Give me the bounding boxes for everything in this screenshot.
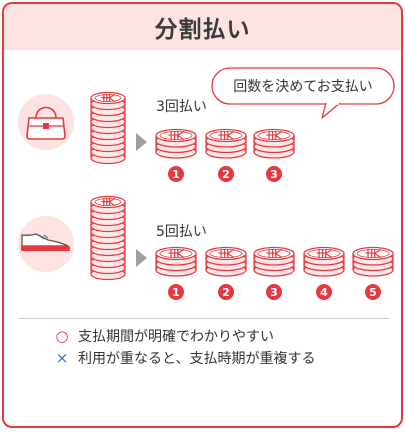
coin-stack-installment (205, 246, 247, 277)
installment-number-badge: 3 (266, 284, 282, 300)
arrow-right-icon (136, 249, 147, 267)
coin-stack-installment (155, 246, 197, 277)
installment-diagram: 回数を決めてお支払い 3回払い 1 2 3 5回払い 1 2 3 4 5 (18, 67, 395, 300)
note-positive-text: 支払期間が明確でわかりやすい (78, 329, 274, 345)
cross-mark-icon: × (55, 349, 69, 367)
coin-mark (168, 248, 185, 259)
installment-number-badge: 2 (218, 166, 234, 182)
installment-number: 3 (270, 168, 278, 181)
installment-number-badge: 3 (266, 166, 282, 182)
coin-mark (266, 130, 283, 141)
coin-mark (168, 130, 185, 141)
installment-number: 1 (172, 168, 180, 181)
coin-stack-installment (155, 128, 197, 159)
installment-row-1: 3回払い 1 2 3 (18, 91, 295, 182)
coin-mark (365, 248, 382, 259)
installment-number-badge: 2 (218, 284, 234, 300)
coin-stack-installment (253, 128, 295, 159)
installment-number: 3 (270, 286, 278, 299)
note-negative: × 利用が重なると、支払時期が重複する (54, 347, 389, 369)
coin-mark (218, 248, 235, 259)
installment-number: 2 (222, 286, 230, 299)
notes-list: ○ 支払期間が明確でわかりやすい × 利用が重なると、支払時期が重複する (18, 318, 389, 369)
installment-label: 5回払い (156, 224, 207, 240)
header-bar: 分割払い (4, 4, 401, 50)
coin-stack-total (90, 195, 126, 281)
coin-stack-installment (303, 246, 345, 277)
installment-label: 3回払い (156, 99, 207, 115)
coin-stack-total (90, 91, 126, 165)
coin-mark (101, 197, 116, 207)
installment-number-badge: 1 (168, 166, 184, 182)
speech-bubble: 回数を決めてお支払い (211, 67, 395, 119)
installment-row-2: 5回払い 1 2 3 4 5 (18, 195, 394, 300)
handbag-icon (18, 94, 74, 150)
circle-mark-icon: ○ (55, 327, 69, 345)
note-positive: ○ 支払期間が明確でわかりやすい (54, 325, 389, 347)
coin-mark (266, 248, 283, 259)
installment-number: 1 (172, 286, 180, 299)
coin-mark (316, 248, 333, 259)
coin-stack-installment (205, 128, 247, 159)
page-title: 分割払い (154, 17, 251, 43)
coin-mark (218, 130, 235, 141)
installment-number: 4 (320, 286, 328, 299)
installment-number-badge: 1 (168, 284, 184, 300)
installment-number-badge: 5 (365, 284, 381, 300)
coin-stack-installment (253, 246, 295, 277)
shoe-icon (18, 216, 74, 272)
installment-card: 分割払い 回数を決めてお支払い 3回払い 1 2 3 5回払い 1 2 3 4 5 ○ 支払期間が… (2, 2, 403, 428)
coin-stack-installment (352, 246, 394, 277)
coin-mark (101, 93, 116, 103)
bubble-text: 回数を決めてお支払い (233, 79, 373, 95)
installment-number: 2 (222, 168, 230, 181)
note-negative-text: 利用が重なると、支払時期が重複する (78, 351, 316, 367)
installment-number-badge: 4 (316, 284, 332, 300)
arrow-right-icon (136, 133, 147, 151)
installment-number: 5 (369, 286, 377, 299)
